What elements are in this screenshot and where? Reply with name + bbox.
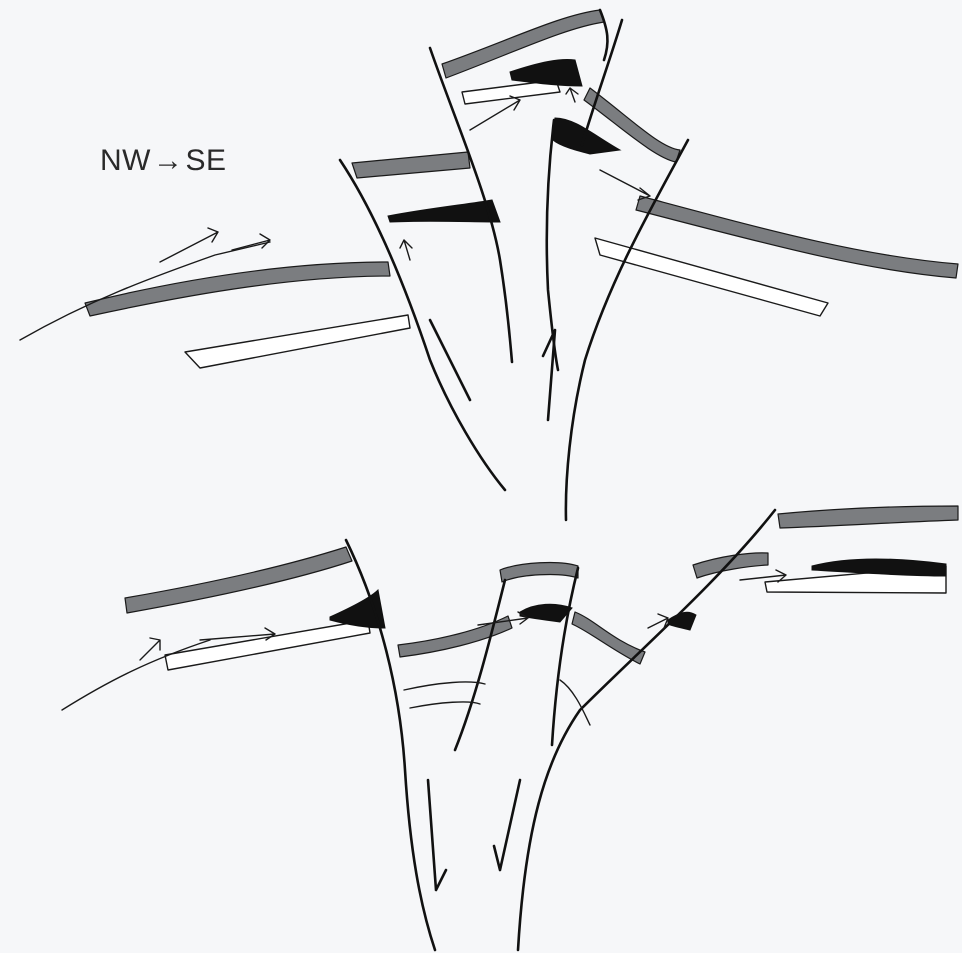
lower-cross-section <box>62 506 958 950</box>
orientation-to: SE <box>185 144 226 177</box>
slip-arrow-upper-west <box>430 320 470 400</box>
wedge-lower-west <box>330 590 385 628</box>
slip-arrow-lower-central <box>494 780 520 870</box>
orientation-label: NW→SE <box>100 144 227 178</box>
thrust-arrow-upper-6 <box>600 170 650 200</box>
fault-lower-west <box>346 540 435 950</box>
thrust-arrow-lower-5 <box>740 570 786 582</box>
thrust-arrow-lower-4 <box>648 614 668 628</box>
marker-bed-east-lower <box>778 506 958 528</box>
inner-bed-trough-1 <box>404 682 485 690</box>
thrust-arrow-upper-5 <box>566 88 578 102</box>
fault-upper-central <box>547 120 558 370</box>
marker-bed-east-block <box>693 553 768 578</box>
fault-upper-east <box>566 140 688 520</box>
wedge-lower-horst <box>520 604 572 622</box>
orientation-arrow-icon: → <box>153 144 184 178</box>
marker-bed-west-upper <box>85 262 390 316</box>
thrust-arrow-upper-2 <box>232 234 270 250</box>
slip-arrow-upper-central <box>543 330 555 420</box>
marker-bed-horst <box>500 563 578 582</box>
thrust-arrow-upper-3 <box>400 240 412 260</box>
orientation-from: NW <box>100 144 151 177</box>
wedge-lower-far-east <box>812 559 946 576</box>
upper-cross-section <box>20 10 958 520</box>
slip-arrow-lower-west <box>428 780 446 890</box>
fault-lower-horst-west <box>455 580 505 750</box>
wedge-upper-west <box>388 200 500 222</box>
marker-bed-west-lower <box>125 547 352 613</box>
wedge-upper-crest <box>510 60 582 87</box>
thrust-arrow-lower-1 <box>140 638 160 660</box>
marker-bed-west-block-upper <box>352 152 470 178</box>
fault-lower-east <box>518 510 775 950</box>
hollow-bed-west-upper <box>185 315 410 368</box>
fault-upper-crest-east <box>582 20 622 145</box>
wedge-upper-east <box>553 118 620 154</box>
